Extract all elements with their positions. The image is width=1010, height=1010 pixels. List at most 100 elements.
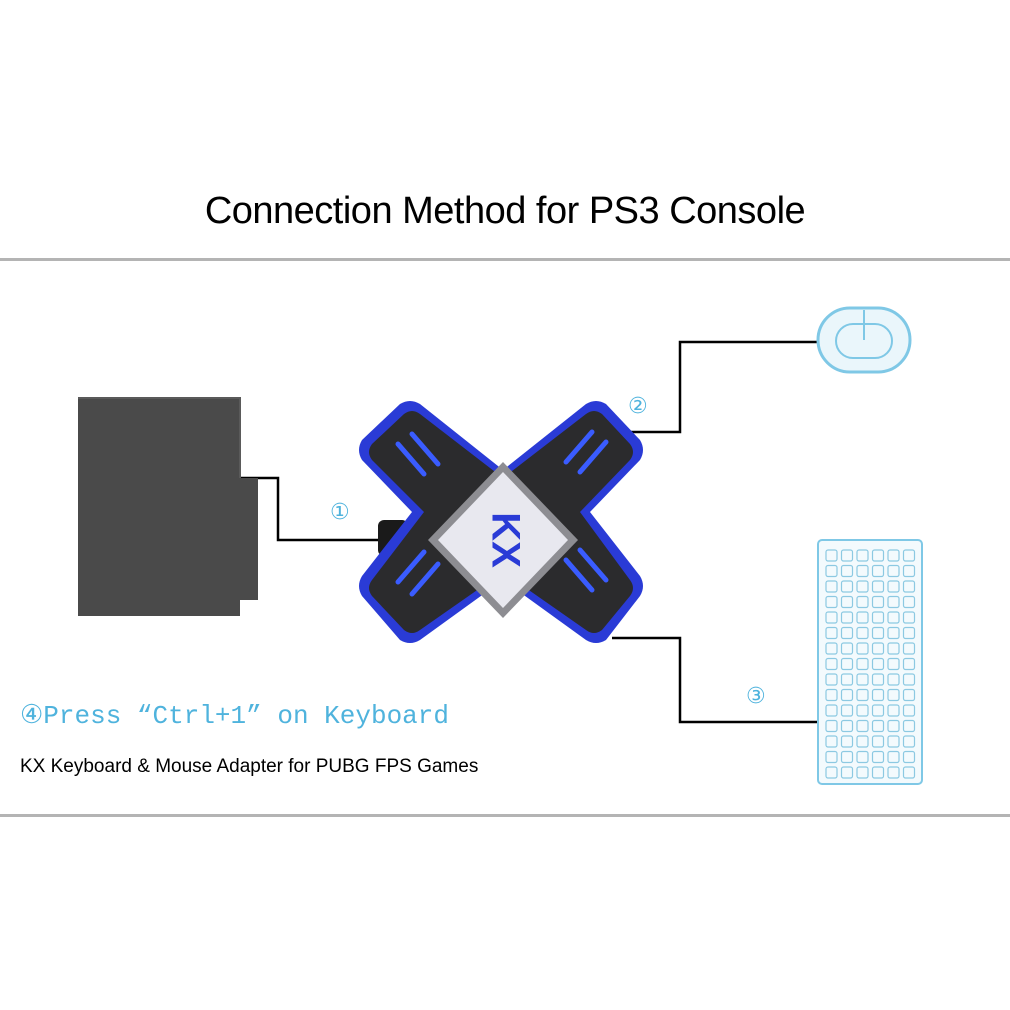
keyboard-key [856,549,869,562]
step-marker-mouse: ② [628,394,648,419]
keyboard-key [902,580,916,593]
keyboard-key [856,642,869,655]
keyboard-key [871,657,885,671]
keyboard-key [887,766,900,779]
keyboard-key [856,595,869,609]
keyboard-key [840,580,854,593]
keyboard-key [902,673,916,686]
keyboard-key [902,766,916,779]
keyboard-key [840,595,854,609]
keyboard-key [887,735,900,748]
keyboard-key [840,688,854,702]
keyboard-key [840,642,854,655]
keyboard-key [887,595,900,609]
keyboard-key [902,657,916,671]
mouse-cable [610,340,820,434]
keyboard-key [856,626,869,640]
keyboard-key [825,549,838,562]
keyboard-key [902,719,916,733]
keyboard-key [856,704,869,717]
keyboard-key [840,719,854,733]
keyboard-key [825,564,838,578]
keyboard-key [840,735,854,748]
keyboard-key [871,688,885,702]
keyboard-key [887,704,900,717]
keyboard-key [902,626,916,640]
keyboard-key [871,595,885,609]
keyboard-key [840,766,854,779]
keyboard-key [871,580,885,593]
keyboard-key [825,642,838,655]
keyboard-key [840,673,854,686]
keyboard-key [856,580,869,593]
bottom-divider [0,814,1010,817]
keyboard-key [887,719,900,733]
mouse-icon [816,306,912,374]
keyboard-key [856,688,869,702]
step-instruction: ④Press “Ctrl+1” on Keyboard [20,701,449,731]
keyboard-key [902,564,916,578]
keyboard-key [887,673,900,686]
keyboard-key [887,688,900,702]
keyboard-key [856,657,869,671]
keyboard-key [856,564,869,578]
keyboard-key [825,719,838,733]
keyboard-key [825,735,838,748]
step-marker-keyboard: ③ [746,684,766,709]
keyboard-key [840,626,854,640]
keyboard-key [902,704,916,717]
keyboard-key [825,580,838,593]
keyboard-key [887,611,900,624]
keyboard-key [825,673,838,686]
keyboard-key [887,580,900,593]
step-marker-console: ① [330,500,350,525]
keyboard-key [856,673,869,686]
keyboard-key [902,595,916,609]
keyboard-key [902,549,916,562]
keyboard-key [856,735,869,748]
page-title: Connection Method for PS3 Console [204,190,806,232]
keyboard-key [825,688,838,702]
keyboard-key [856,750,869,764]
keyboard-key [825,626,838,640]
keyboard-key [840,657,854,671]
keyboard-key [825,657,838,671]
keyboard-key [902,735,916,748]
keyboard-icon [817,539,923,785]
keyboard-key [871,673,885,686]
keyboard-key [871,549,885,562]
keyboard-key [871,766,885,779]
keyboard-key [856,766,869,779]
keyboard-cable [612,636,820,724]
keyboard-key [887,564,900,578]
keyboard-key [840,564,854,578]
keyboard-key [902,750,916,764]
keyboard-key [887,750,900,764]
keyboard-key [825,750,838,764]
keyboard-key [871,642,885,655]
kx-adapter-icon [359,401,643,643]
keyboard-key [856,719,869,733]
keyboard-key [856,611,869,624]
keyboard-key [825,611,838,624]
keyboard-key [871,611,885,624]
adapter-logo-text: KX [483,512,527,568]
keyboard-key [902,688,916,702]
keyboard-key [871,564,885,578]
keyboard-key [902,611,916,624]
console-cable [240,476,386,542]
keyboard-key [887,657,900,671]
keyboard-key [887,626,900,640]
keyboard-key [825,704,838,717]
keyboard-key [887,549,900,562]
product-caption: KX Keyboard & Mouse Adapter for PUBG FPS… [20,756,479,777]
keyboard-key [840,611,854,624]
keyboard-key [840,750,854,764]
keyboard-key [871,719,885,733]
keyboard-key [871,750,885,764]
keyboard-key [871,735,885,748]
keyboard-key [825,766,838,779]
keyboard-key [871,626,885,640]
keyboard-key [825,595,838,609]
